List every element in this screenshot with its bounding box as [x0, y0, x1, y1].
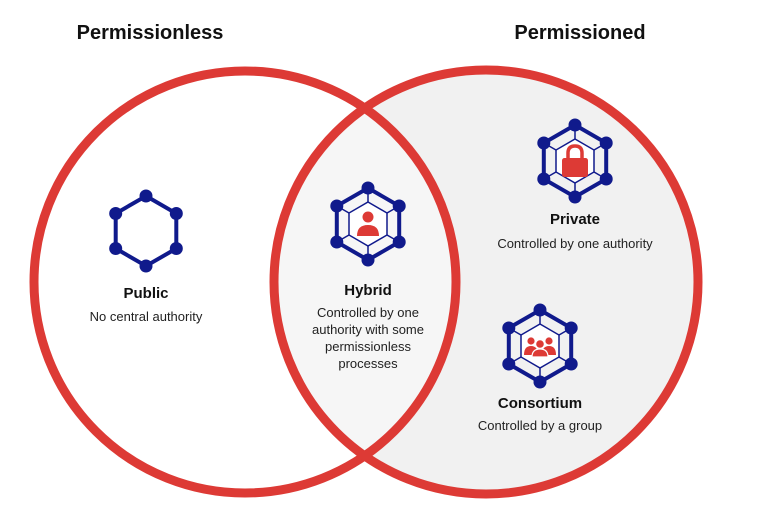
- hybrid-desc-line: authority with some: [312, 322, 424, 337]
- group-icon: [524, 337, 556, 358]
- heading-permissioned: Permissioned: [514, 22, 646, 44]
- consortium-label: Consortium: [497, 395, 583, 412]
- hybrid-desc-line: processes: [338, 356, 398, 371]
- user-icon: [362, 211, 374, 223]
- public-description: No central authority: [89, 309, 203, 324]
- lock-icon: [566, 144, 584, 158]
- permissionless-circle: [29, 66, 461, 498]
- private-label: Private: [549, 211, 601, 228]
- hybrid-description: Controlled by one authority with some pe…: [283, 304, 453, 372]
- permissioned-circle: [269, 65, 703, 499]
- user-hexagon-network-icon: [330, 181, 406, 267]
- heading-permissionless: Permissionless: [76, 22, 224, 44]
- intersection-region: [274, 71, 456, 493]
- private-description: Controlled by one authority: [497, 236, 653, 251]
- group-hexagon-network-icon: [502, 303, 578, 389]
- hybrid-label: Hybrid: [344, 282, 392, 299]
- consortium-description: Controlled by a group: [477, 418, 603, 433]
- hybrid-desc-line: permissionless: [325, 339, 411, 354]
- lock-hexagon-network-icon: [537, 118, 613, 204]
- hybrid-desc-line: Controlled by one: [317, 305, 419, 320]
- public-label: Public: [123, 285, 169, 302]
- hexagon-network-icon: [109, 189, 183, 273]
